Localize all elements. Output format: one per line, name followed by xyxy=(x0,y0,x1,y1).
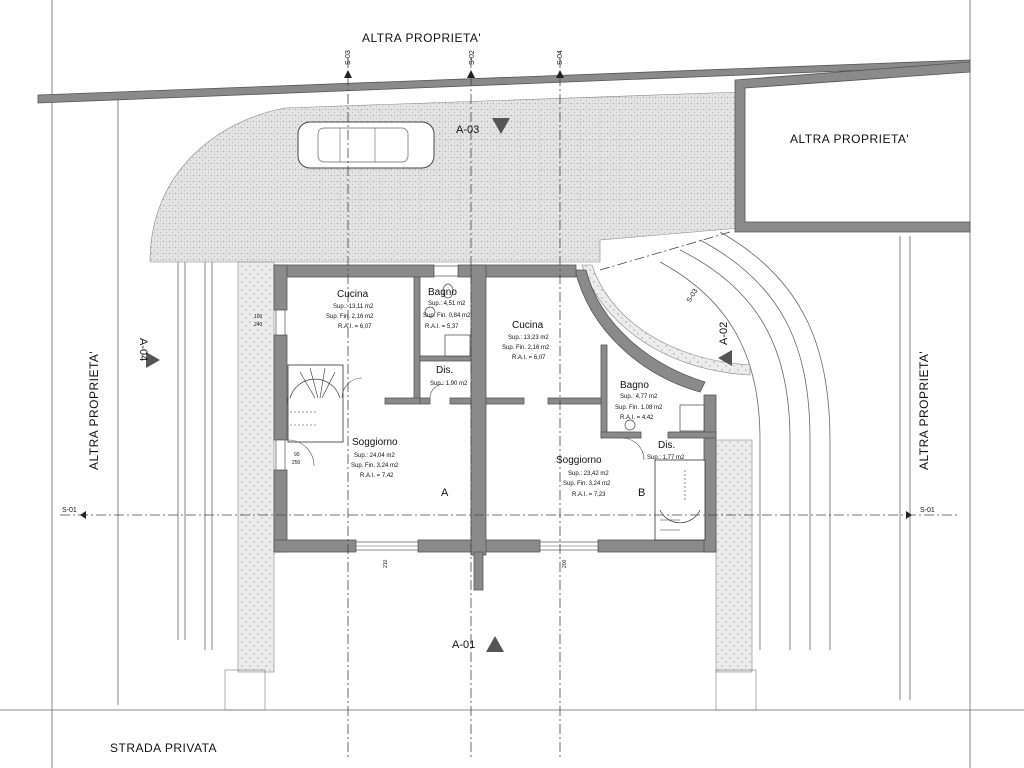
svg-text:Dis.: Dis. xyxy=(658,440,675,451)
svg-text:210: 210 xyxy=(383,559,389,568)
right-property-wall xyxy=(734,61,971,233)
svg-text:Sup. Fin. 3,24 m2: Sup. Fin. 3,24 m2 xyxy=(351,463,399,469)
curved-wall-b xyxy=(574,269,706,393)
gate-post-left xyxy=(224,669,266,711)
svg-text:Sup.: 24,04 m2: Sup.: 24,04 m2 xyxy=(354,453,395,459)
unit-a-bagno: Bagno Sup.: 4,51 m2 Sup. Fin. 0,84 m2 R.… xyxy=(423,287,471,330)
svg-text:Sup.: 23,42 m2: Sup.: 23,42 m2 xyxy=(568,471,609,477)
bathroom-fixtures xyxy=(424,283,705,432)
svg-text:R.A.I. = 5,37: R.A.I. = 5,37 xyxy=(425,324,459,330)
svg-text:R.A.I. = 4,42: R.A.I. = 4,42 xyxy=(620,415,654,421)
section-label-s02: S-02 xyxy=(469,50,476,65)
svg-text:R.A.I. = 7,23: R.A.I. = 7,23 xyxy=(572,492,606,498)
section-label-s03-diag: S-03 xyxy=(686,288,700,304)
view-label-a01: A-01 xyxy=(452,639,475,651)
svg-text:240: 240 xyxy=(254,322,263,328)
label-road: STRADA PRIVATA xyxy=(110,741,217,755)
parking-grid xyxy=(310,110,640,220)
label-right-top-neighbor: ALTRA PROPRIETA' xyxy=(790,132,909,146)
svg-text:100: 100 xyxy=(254,314,263,320)
section-label-s01-right: S-01 xyxy=(920,507,935,514)
svg-text:Sup. Fin. 2,16 m2: Sup. Fin. 2,16 m2 xyxy=(502,345,550,351)
building-walls xyxy=(273,264,717,591)
section-label-s04: S-04 xyxy=(557,50,564,65)
garden-curve xyxy=(581,264,751,376)
svg-text:Sup.: 4,51 m2: Sup.: 4,51 m2 xyxy=(428,301,466,307)
unit-b-soggiorno: Soggiorno Sup.: 23,42 m2 Sup. Fin. 3,24 … xyxy=(556,455,611,498)
svg-text:Sup.: 4,77 m2: Sup.: 4,77 m2 xyxy=(620,394,658,400)
unit-b-bagno: Bagno Sup.: 4,77 m2 Sup. Fin. 1,08 m2 R.… xyxy=(615,380,663,421)
svg-text:250: 250 xyxy=(292,460,301,466)
unit-a-label: A xyxy=(441,487,449,499)
svg-text:Soggiorno: Soggiorno xyxy=(556,455,602,466)
stair-a xyxy=(287,364,344,443)
dimension-labels: 100 240 90 250 210 200 xyxy=(254,314,568,568)
left-driveway xyxy=(117,100,275,705)
svg-text:Dis.: Dis. xyxy=(436,365,453,376)
unit-a-cucina: Cucina Sup.: 13,11 m2 Sup. Fin. 2,16 m2 … xyxy=(326,289,374,330)
unit-a-soggiorno: Soggiorno Sup.: 24,04 m2 Sup. Fin. 3,24 … xyxy=(351,437,399,479)
view-label-a02: A-02 xyxy=(718,322,730,345)
svg-text:Sup.: 1,90 m2: Sup.: 1,90 m2 xyxy=(430,381,468,387)
stair-b xyxy=(654,459,706,541)
label-left-neighbor: ALTRA PROPRIETA' xyxy=(87,351,101,470)
svg-text:R.A.I. = 6,07: R.A.I. = 6,07 xyxy=(512,355,546,361)
svg-text:Bagno: Bagno xyxy=(620,380,649,391)
section-label-s01-left: S-01 xyxy=(62,507,77,514)
label-right-neighbor: ALTRA PROPRIETA' xyxy=(917,351,931,470)
svg-text:Cucina: Cucina xyxy=(512,320,544,331)
svg-text:Sup.: 13,11 m2: Sup.: 13,11 m2 xyxy=(333,304,374,310)
windows xyxy=(275,265,599,551)
unit-b-cucina: Cucina Sup.: 13,23 m2 Sup. Fin. 2,16 m2 … xyxy=(502,320,550,361)
section-label-s03: S-03 xyxy=(345,50,352,65)
svg-text:Sup. Fin. 0,84 m2: Sup. Fin. 0,84 m2 xyxy=(423,313,471,319)
view-label-a04: A-04 xyxy=(137,338,149,361)
label-top-neighbor: ALTRA PROPRIETA' xyxy=(362,31,481,45)
svg-text:Sup. Fin. 3,24 m2: Sup. Fin. 3,24 m2 xyxy=(563,481,611,487)
svg-text:Sup.: 13,23 m2: Sup.: 13,23 m2 xyxy=(508,335,549,341)
paved-courtyard xyxy=(149,91,741,263)
unit-b-dis: Dis. Sup.: 1,77 m2 xyxy=(647,440,685,461)
section-lines xyxy=(60,58,960,760)
view-label-a03: A-03 xyxy=(456,124,479,136)
svg-text:R.A.I. = 7,42: R.A.I. = 7,42 xyxy=(360,473,394,479)
view-markers xyxy=(146,118,732,652)
svg-text:R.A.I. = 6,07: R.A.I. = 6,07 xyxy=(338,324,372,330)
svg-text:200: 200 xyxy=(562,559,568,568)
svg-text:Sup. Fin. 2,16 m2: Sup. Fin. 2,16 m2 xyxy=(326,314,374,320)
svg-text:Sup. Fin. 1,08 m2: Sup. Fin. 1,08 m2 xyxy=(615,405,663,411)
svg-text:Bagno: Bagno xyxy=(428,287,457,298)
right-driveway-ramp xyxy=(659,231,911,700)
svg-text:Soggiorno: Soggiorno xyxy=(352,437,398,448)
unit-a-dis: Dis. Sup.: 1,90 m2 xyxy=(430,365,468,387)
unit-b-label: B xyxy=(638,487,645,499)
svg-text:Sup.: 1,77 m2: Sup.: 1,77 m2 xyxy=(647,455,685,461)
svg-text:Cucina: Cucina xyxy=(337,289,369,300)
car-icon xyxy=(297,121,435,169)
svg-text:90: 90 xyxy=(294,452,300,458)
gate-post-right xyxy=(715,669,757,711)
